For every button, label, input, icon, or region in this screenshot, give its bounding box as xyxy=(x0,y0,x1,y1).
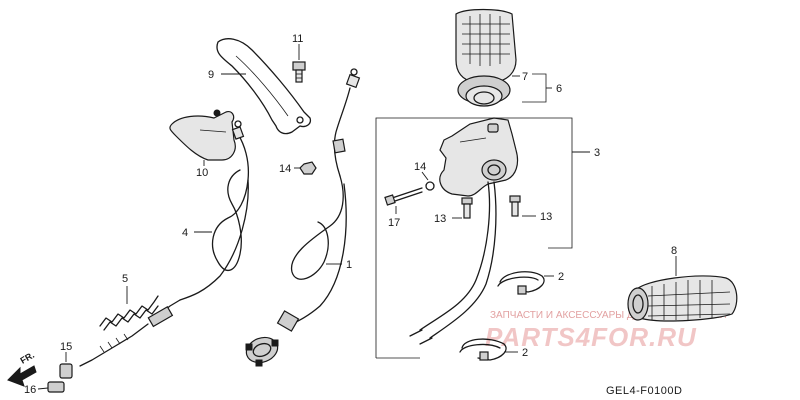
callout-10: 10 xyxy=(196,167,208,179)
callout-6: 6 xyxy=(556,83,562,95)
part-2-cable-clamp-upper[interactable]: 2 xyxy=(497,271,564,295)
part-6-bracket: 6 xyxy=(522,73,562,103)
callout-14-left: 14 xyxy=(279,163,291,175)
diagram-code: GEL4-F0100D xyxy=(606,385,682,397)
callout-16: 16 xyxy=(24,384,36,396)
callout-2-lower: 2 xyxy=(522,347,528,359)
part-5-spring[interactable]: 5 xyxy=(99,273,159,331)
watermark-tagline: ЗАПЧАСТИ И АКСЕССУАРЫ ДЛЯ МОТОТЕХНИКИ xyxy=(490,310,727,321)
callout-9: 9 xyxy=(208,69,214,81)
part-1-throttle-cable[interactable]: 1 xyxy=(287,68,361,327)
front-direction-marker: FR. xyxy=(7,350,37,387)
cable-adjuster[interactable] xyxy=(79,299,181,367)
callout-1: 1 xyxy=(346,259,352,271)
part-15-cable-end[interactable]: 15 xyxy=(59,341,73,379)
callout-11: 11 xyxy=(292,33,303,45)
part-8-grip[interactable]: 8 xyxy=(627,245,738,322)
grip-texture-left xyxy=(647,280,731,320)
callout-4: 4 xyxy=(182,227,188,239)
callout-17: 17 xyxy=(388,217,400,229)
grip-texture xyxy=(462,14,510,66)
front-marker-label: FR. xyxy=(19,350,37,366)
callout-7: 7 xyxy=(522,71,528,83)
watermark-logo: PARTS4FOR.RU xyxy=(485,322,697,352)
callout-13-right: 13 xyxy=(540,211,552,223)
part-16-clip[interactable]: 16 xyxy=(24,381,65,396)
callout-15: 15 xyxy=(60,341,72,353)
part-14-nut-left[interactable]: 14 xyxy=(279,161,317,175)
throttle-cable-fitting[interactable] xyxy=(243,310,300,367)
part-17-screw[interactable]: 17 xyxy=(384,187,423,229)
callout-2-upper: 2 xyxy=(558,271,564,283)
part-2-cable-clamp-lower[interactable]: 2 xyxy=(459,338,528,361)
part-11-pivot-bolt[interactable]: 11 xyxy=(292,33,306,83)
callout-5: 5 xyxy=(122,273,128,285)
part-10-lever-bracket[interactable]: 10 xyxy=(169,109,236,179)
part-7-throttle-grip[interactable]: 7 xyxy=(455,8,528,107)
callout-13-left: 13 xyxy=(434,213,446,225)
part-9-clutch-lever[interactable]: 9 xyxy=(208,38,312,135)
callout-14-right: 14 xyxy=(414,161,426,173)
part-14-washer-right[interactable]: 14 xyxy=(414,161,435,191)
part-13-bolt-left[interactable]: 13 xyxy=(434,197,473,225)
part-3-switch-assembly-bracket: 3 xyxy=(375,117,600,359)
part-4-cable[interactable]: 4 xyxy=(179,120,250,301)
part-3-switch-housing[interactable] xyxy=(409,117,519,345)
callout-8: 8 xyxy=(671,245,677,257)
callout-3: 3 xyxy=(594,147,600,159)
part-13-bolt-right[interactable]: 13 xyxy=(509,195,552,223)
